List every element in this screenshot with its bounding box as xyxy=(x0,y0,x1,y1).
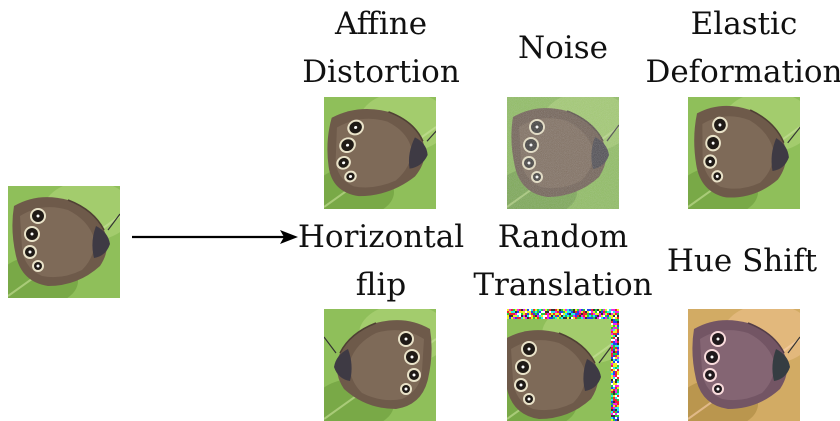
noise-image xyxy=(507,97,619,209)
label-affine-distortion: AffineDistortion xyxy=(302,0,460,96)
label-hue-shift: Hue Shift xyxy=(667,237,817,285)
butterfly-image xyxy=(688,97,800,209)
label-noise: Noise xyxy=(518,24,608,72)
source-image xyxy=(8,186,120,298)
butterfly-image xyxy=(688,309,800,421)
label-elastic-deformation: ElasticDeformation xyxy=(645,0,840,96)
right-arrow-icon xyxy=(130,225,300,249)
affine-distortion-image xyxy=(324,97,436,209)
butterfly-image xyxy=(8,186,120,298)
random-translation-image xyxy=(507,309,619,421)
hue-shift-image xyxy=(688,309,800,421)
butterfly-image xyxy=(324,97,436,209)
horizontal-flip-image xyxy=(324,309,436,421)
butterfly-image xyxy=(507,97,619,209)
butterfly-image xyxy=(324,309,436,421)
label-horizontal-flip: Horizontalflip xyxy=(298,213,464,309)
butterfly-image xyxy=(507,309,619,421)
elastic-deformation-image xyxy=(688,97,800,209)
label-random-translation: RandomTranslation xyxy=(473,213,652,309)
